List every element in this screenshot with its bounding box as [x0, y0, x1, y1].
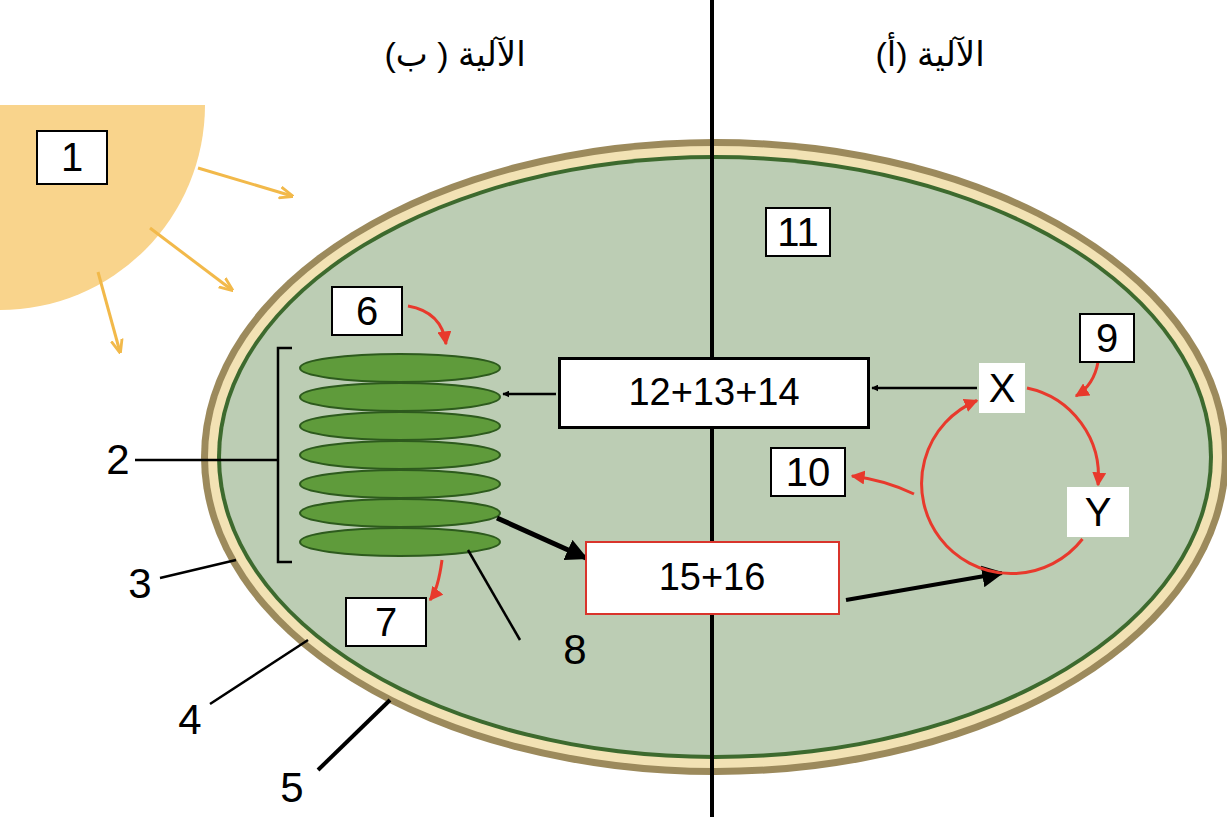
leader-line	[210, 640, 308, 704]
callout-box: 6	[331, 286, 403, 336]
flow-arrow	[872, 387, 977, 390]
stroma	[221, 159, 1209, 755]
flow-arrow	[497, 518, 586, 558]
node-text: 10	[786, 450, 831, 494]
bracket	[278, 348, 292, 562]
flow-arrow	[846, 573, 1002, 600]
node-text: 11	[777, 210, 819, 254]
mechanism-heading: الآلية ( ب)	[384, 36, 525, 73]
light-ray	[150, 228, 232, 290]
thylakoid	[300, 383, 500, 411]
node-text: 12+13+14	[628, 372, 799, 414]
inner-membrane	[217, 155, 1213, 759]
intermembrane-space	[208, 146, 1222, 768]
node-text: X	[989, 366, 1016, 410]
callout-box: 11	[765, 207, 831, 257]
output-arrow	[852, 476, 914, 494]
node-text: 6	[356, 289, 378, 333]
output-arrow	[430, 560, 442, 600]
node-text: 1	[61, 135, 83, 179]
node-text: Y	[1085, 490, 1112, 534]
node-text: 9	[1096, 316, 1118, 360]
node-text: 7	[375, 600, 397, 644]
callout-box: 1	[36, 130, 108, 185]
mechanism-heading: الآلية (أ)	[875, 36, 984, 73]
node-text: 15+16	[659, 557, 766, 599]
flow-arrow	[503, 393, 556, 396]
callout-box: 9	[1079, 313, 1135, 363]
cycle-arrow	[1027, 388, 1098, 485]
input-arrow	[408, 306, 446, 344]
callout-box: 10	[770, 447, 846, 497]
cycle-compound: Y	[1067, 487, 1129, 537]
product-box: 12+13+14	[558, 357, 870, 429]
leader-line	[318, 700, 390, 770]
callout-box: 7	[345, 597, 427, 647]
leader-line	[135, 459, 278, 462]
thylakoid	[300, 499, 500, 527]
leader-line	[160, 560, 236, 578]
callout-number: 5	[280, 765, 303, 811]
thylakoid	[300, 470, 500, 498]
thylakoid	[300, 441, 500, 469]
input-arrow	[1076, 362, 1098, 396]
light-ray	[98, 272, 120, 352]
thylakoid	[300, 354, 500, 382]
callout-number: 4	[178, 697, 201, 743]
thylakoid	[300, 412, 500, 440]
callout-number: 3	[128, 561, 151, 607]
cycle-arrow	[922, 401, 1083, 574]
light-ray	[198, 168, 292, 196]
cycle-compound: X	[979, 363, 1025, 413]
sun	[0, 105, 205, 310]
leader-line	[468, 550, 520, 640]
product-box: 15+16	[585, 541, 840, 615]
callout-number: 8	[563, 627, 586, 673]
callout-number: 2	[106, 437, 129, 483]
